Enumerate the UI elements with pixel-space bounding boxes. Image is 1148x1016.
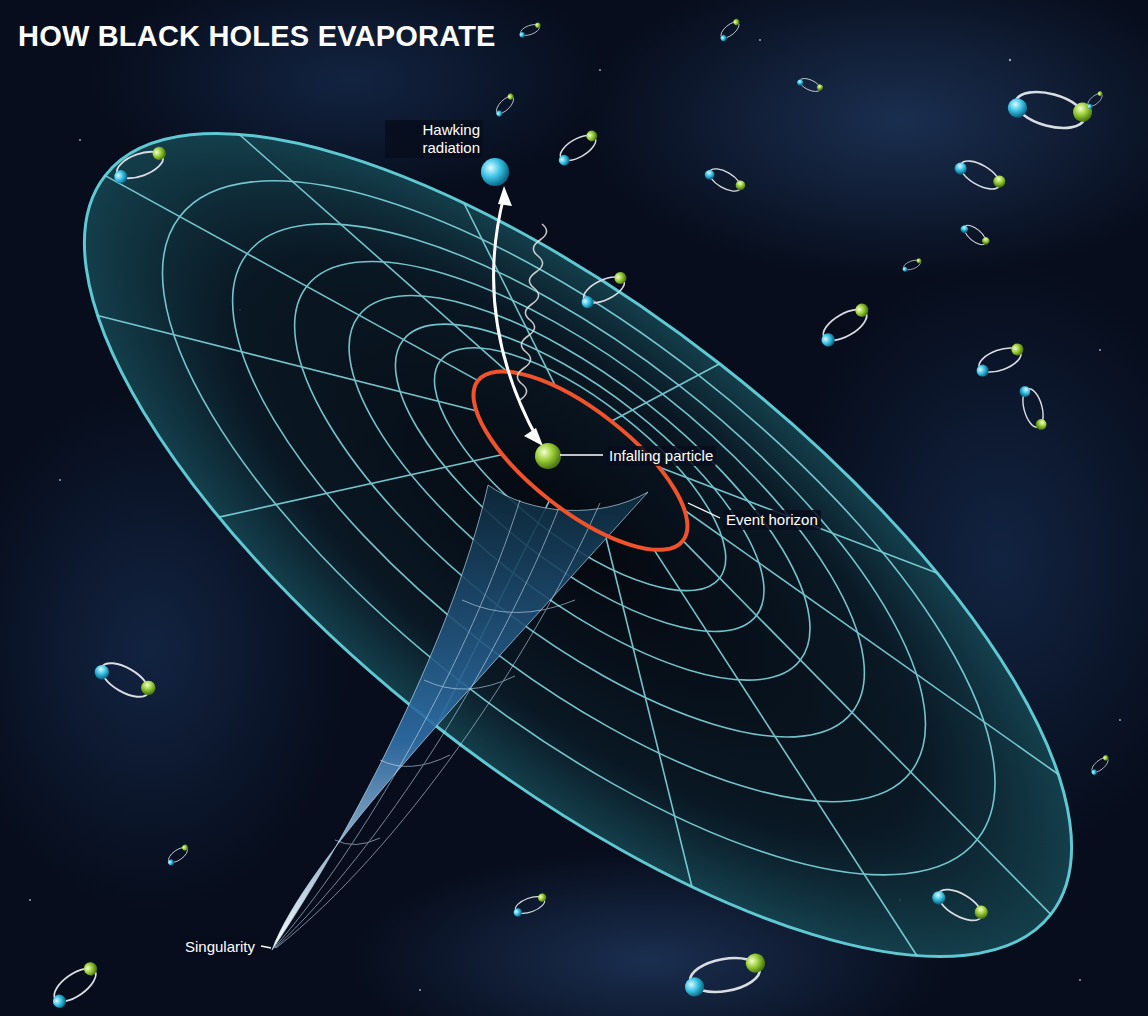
funnel <box>272 485 648 950</box>
callout-label: Hawking radiation <box>385 120 483 158</box>
infalling-particle <box>535 443 561 469</box>
hawking-particle <box>481 158 509 186</box>
callout-label: Event horizon <box>723 510 821 530</box>
escape-arrow <box>494 196 538 440</box>
callout-label: Infalling particle <box>606 446 716 466</box>
diagram-title: HOW BLACK HOLES EVAPORATE <box>18 20 496 53</box>
virtual-pairs <box>45 18 1112 1011</box>
callout-label: Singularity <box>182 937 258 957</box>
wave <box>517 224 546 400</box>
